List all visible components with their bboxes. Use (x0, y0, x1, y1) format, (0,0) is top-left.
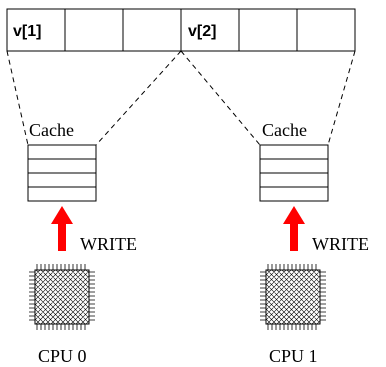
mapping-line-1-left (180, 50, 261, 146)
write-label-0: WRITE (80, 234, 137, 254)
memory-cell-label-v1: v[1] (13, 23, 41, 40)
write-arrow-icon-0 (51, 206, 73, 251)
cache-label-1: Cache (262, 120, 307, 140)
memory-cell-2 (122, 8, 182, 52)
memory-cell-4 (238, 8, 298, 52)
cpu-label-1: CPU 1 (269, 346, 318, 366)
cache-1 (259, 144, 329, 202)
cpu-label-0: CPU 0 (38, 346, 87, 366)
mapping-line-0-left (6, 50, 29, 146)
cache-0 (27, 144, 97, 202)
cache-line-mapping (6, 50, 356, 146)
cache-label-0: Cache (29, 120, 74, 140)
mapping-line-1-right (327, 50, 356, 146)
memory-array: v[1] v[2] (6, 8, 356, 52)
memory-cell-5 (296, 8, 356, 52)
write-label-1: WRITE (312, 234, 369, 254)
cpu-chip-icon-0 (29, 264, 95, 330)
memory-cell-3 (180, 8, 240, 52)
mapping-line-0-right (95, 50, 182, 146)
memory-cell-label-v2: v[2] (188, 23, 216, 40)
memory-cell-0 (6, 8, 66, 52)
memory-cell-1 (64, 8, 124, 52)
write-arrow-icon-1 (283, 206, 305, 251)
cpu-chip-icon-1 (260, 264, 326, 330)
